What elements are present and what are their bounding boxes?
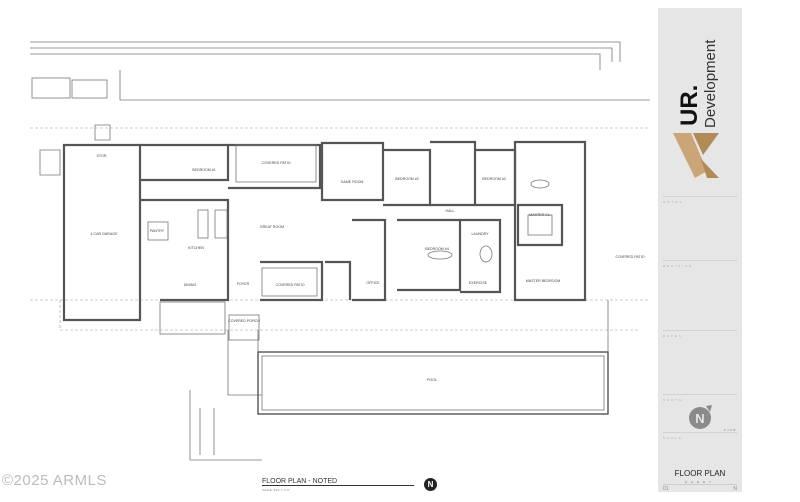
room-label: COVERED PATIO xyxy=(261,161,290,165)
sheet-suffix: N xyxy=(733,486,737,492)
room-label: MASTER CL. xyxy=(529,213,551,217)
title-block: UR. Development NOTES: REVISION DATES NO… xyxy=(658,8,742,492)
revision-section: REVISION xyxy=(663,260,737,268)
room-label: BEDROOM #4 xyxy=(425,247,449,251)
sheet-number: 01 xyxy=(663,486,669,492)
room-label: DINING xyxy=(184,283,197,287)
scale-value: 1" = 1'-0" xyxy=(723,428,736,432)
room-label: POOL xyxy=(427,378,437,382)
room-label: KITCHEN xyxy=(188,246,204,250)
room-label: COVERED PATIO xyxy=(275,283,304,287)
sheet-footer: 01 N xyxy=(663,484,737,492)
room-label: OFFICE xyxy=(366,281,380,285)
room-label: PANTRY xyxy=(150,229,165,233)
drawing-scale: SCALE: 3/16" = 1'-0" xyxy=(262,488,290,492)
room-label: BEDROOM #2 xyxy=(395,177,419,181)
room-label: STOR. xyxy=(97,154,108,158)
brand-logo-icon xyxy=(673,133,719,178)
brand-name: Development xyxy=(702,39,719,128)
north-section: NORTH xyxy=(663,394,737,402)
sheet-title: FLOOR PLAN xyxy=(674,469,726,478)
watermark: ©2025 ARMLS xyxy=(2,472,107,489)
interior-details xyxy=(39,124,553,461)
svg-text:N: N xyxy=(695,411,704,426)
walls xyxy=(62,140,587,322)
notes-section: NOTES: xyxy=(663,196,737,204)
property-lines xyxy=(30,41,650,331)
room-label: MASTER BEDROOM xyxy=(526,279,561,283)
pool xyxy=(257,300,609,415)
north-arrow-icon: N xyxy=(424,478,437,491)
room-label: HALL xyxy=(446,209,455,213)
drawing-title: FLOOR PLAN - NOTED xyxy=(262,478,414,486)
room-label: BEDROOM #3 xyxy=(482,177,506,181)
room-label: BEDROOM #1 xyxy=(192,168,216,172)
room-labels: 4 CAR GARAGE STOR. BEDROOM #1 KITCHEN PA… xyxy=(91,154,645,382)
room-label: LAUNDRY xyxy=(471,232,489,236)
brand-mark: UR. xyxy=(676,84,703,126)
room-label: EXERCISE xyxy=(469,281,488,285)
dates-section: DATES xyxy=(663,330,737,338)
scale-section: SCALE: xyxy=(663,432,737,440)
room-label: FOYER xyxy=(237,282,250,286)
room-label: GAME ROOM xyxy=(341,180,364,184)
north-compass-icon: N xyxy=(689,405,712,429)
sheet-label: SHEET xyxy=(684,480,715,484)
room-label: COVERED PORCH xyxy=(228,319,260,323)
room-label: COVERED PATIO xyxy=(615,255,644,259)
room-label: 4 CAR GARAGE xyxy=(91,232,119,236)
room-label: GREAT ROOM xyxy=(260,225,284,229)
